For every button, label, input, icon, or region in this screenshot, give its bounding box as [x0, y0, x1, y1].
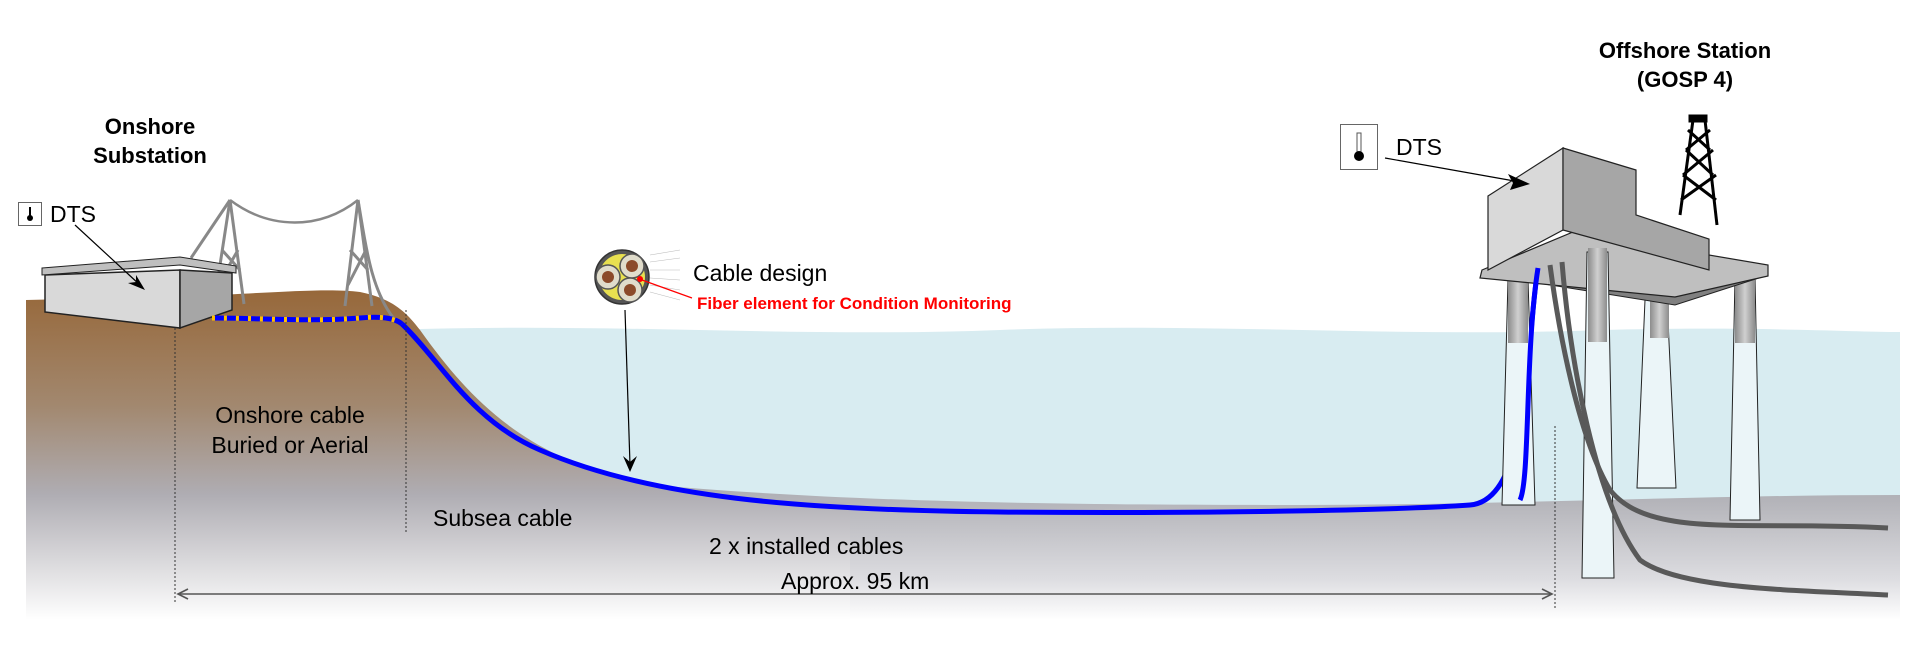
- fiber-pointer: [641, 279, 693, 299]
- installed-cables-label: 2 x installed cables: [709, 533, 904, 559]
- thermometer-icon: [1354, 132, 1364, 161]
- offshore-dts-label: DTS: [1396, 134, 1442, 160]
- seabed: [600, 480, 1900, 620]
- distance-arrow: [176, 588, 1554, 600]
- onshore-dts-label: DTS: [50, 201, 96, 227]
- fiber-element-label: Fiber element for Condition Monitoring: [697, 294, 1012, 313]
- riser-cable-grey-2: [1559, 261, 1889, 598]
- onshore-cable-label: Onshore cable Buried or Aerial: [211, 402, 369, 458]
- subsea-cable-label: Subsea cable: [433, 505, 573, 531]
- cable-design-label: Cable design: [693, 260, 828, 286]
- cable-design-pointer: [624, 309, 631, 466]
- onshore-dts-box[interactable]: [18, 202, 42, 226]
- riser-cable-grey-1: [1547, 264, 1889, 531]
- overhead-line: [229, 198, 359, 224]
- offshore-dts-box[interactable]: [1340, 124, 1378, 170]
- onshore-cable: [211, 314, 404, 327]
- cable-cross-section-icon: [594, 249, 681, 305]
- onshore-substation-title: Onshore Substation: [93, 114, 207, 168]
- fiber-element-marker: [637, 276, 643, 282]
- offshore-station-title: Offshore Station (GOSP 4): [1598, 38, 1772, 92]
- transmission-pylon-2: [343, 199, 397, 321]
- distance-label: Approx. 95 km: [781, 568, 930, 594]
- thermometer-icon: [27, 207, 33, 221]
- derrick-icon: [1678, 114, 1719, 226]
- onshore-substation-building: [41, 256, 237, 330]
- onshore-ground: [26, 290, 850, 620]
